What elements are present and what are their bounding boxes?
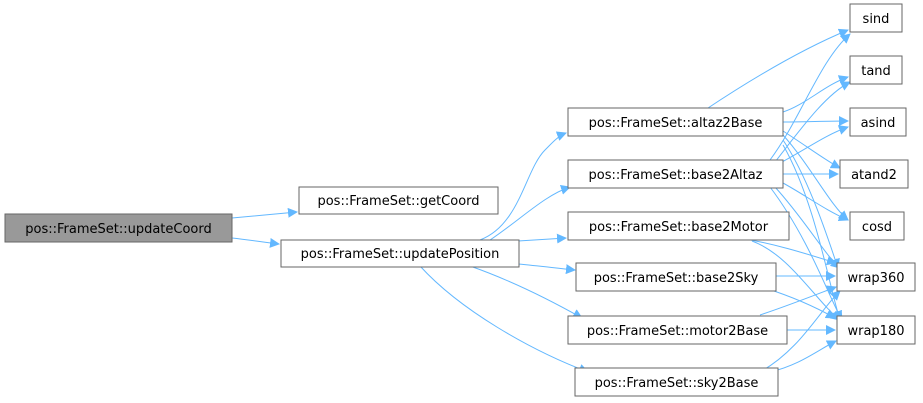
node-wrap180[interactable]: wrap180	[836, 315, 916, 345]
edge-motor2Base-wrap360	[759, 285, 837, 316]
edge-updatePosition-base2Altaz	[489, 184, 571, 241]
node-asind[interactable]: asind	[849, 107, 907, 137]
nodes: pos::FrameSet::updateCoord pos::FrameSet…	[4, 3, 916, 397]
node-label-base2Altaz: pos::FrameSet::base2Altaz	[588, 168, 762, 183]
edge-altaz2Base-cosd	[782, 134, 849, 221]
edge-altaz2Base-wrap360	[782, 139, 840, 269]
node-updatePosition[interactable]: pos::FrameSet::updatePosition	[280, 239, 520, 268]
edge-updatePosition-motor2Base	[469, 265, 583, 319]
node-label-sky2Base: pos::FrameSet::sky2Base	[595, 376, 759, 391]
edge-updatePosition-sky2Base	[419, 265, 589, 374]
edge-base2Altaz-sind	[769, 33, 851, 161]
node-sky2Base[interactable]: pos::FrameSet::sky2Base	[574, 367, 779, 397]
edge-base2Motor-wrap360	[744, 238, 837, 266]
edge-updatePosition-base2Sky	[517, 263, 576, 275]
node-label-getCoord: pos::FrameSet::getCoord	[317, 194, 479, 209]
node-base2Sky[interactable]: pos::FrameSet::base2Sky	[575, 262, 777, 292]
node-base2Altaz[interactable]: pos::FrameSet::base2Altaz	[567, 159, 784, 189]
node-altaz2Base[interactable]: pos::FrameSet::altaz2Base	[567, 107, 784, 137]
edge-altaz2Base-wrap180	[782, 144, 842, 321]
edge-altaz2Base-tand	[782, 75, 849, 113]
node-sind[interactable]: sind	[849, 3, 903, 33]
node-updateCoord[interactable]: pos::FrameSet::updateCoord	[4, 213, 233, 243]
node-motor2Base[interactable]: pos::FrameSet::motor2Base	[567, 315, 788, 345]
edge-altaz2Base-sind	[704, 28, 849, 111]
edge-base2Altaz-asind	[779, 125, 849, 164]
node-wrap360[interactable]: wrap360	[836, 262, 916, 292]
edge-updateCoord-getCoord	[231, 207, 298, 219]
node-label-asind: asind	[861, 116, 896, 131]
node-label-sind: sind	[863, 12, 890, 27]
edge-sky2Base-wrap180	[769, 340, 837, 373]
edge-altaz2Base-atand2	[782, 130, 841, 169]
edge-sky2Base-wrap360	[759, 290, 841, 373]
edge-updateCoord-updatePosition	[231, 237, 280, 248]
node-tand[interactable]: tand	[849, 55, 903, 85]
node-base2Motor[interactable]: pos::FrameSet::base2Motor	[567, 211, 790, 241]
node-cosd[interactable]: cosd	[849, 211, 905, 241]
node-label-base2Sky: pos::FrameSet::base2Sky	[594, 271, 759, 286]
edge-base2Sky-wrap180	[764, 287, 836, 319]
node-label-updatePosition: pos::FrameSet::updatePosition	[301, 247, 500, 262]
node-label-tand: tand	[861, 64, 891, 79]
edge-base2Altaz-cosd	[782, 182, 849, 221]
node-label-wrap180: wrap180	[847, 324, 904, 339]
node-label-cosd: cosd	[862, 220, 892, 235]
node-label-atand2: atand2	[851, 168, 897, 183]
edge-base2Altaz-tand	[774, 81, 851, 163]
node-getCoord[interactable]: pos::FrameSet::getCoord	[298, 186, 499, 215]
node-label-base2Motor: pos::FrameSet::base2Motor	[589, 220, 769, 235]
edges	[231, 28, 851, 374]
node-atand2[interactable]: atand2	[839, 159, 909, 189]
node-label-motor2Base: pos::FrameSet::motor2Base	[587, 324, 768, 339]
edge-updatePosition-base2Motor	[517, 233, 567, 244]
edge-updatePosition-altaz2Base	[479, 131, 567, 241]
node-label-wrap360: wrap360	[847, 271, 904, 286]
edge-altaz2Base-asind	[782, 116, 849, 127]
node-label-altaz2Base: pos::FrameSet::altaz2Base	[589, 116, 763, 131]
node-label-updateCoord: pos::FrameSet::updateCoord	[25, 222, 212, 237]
